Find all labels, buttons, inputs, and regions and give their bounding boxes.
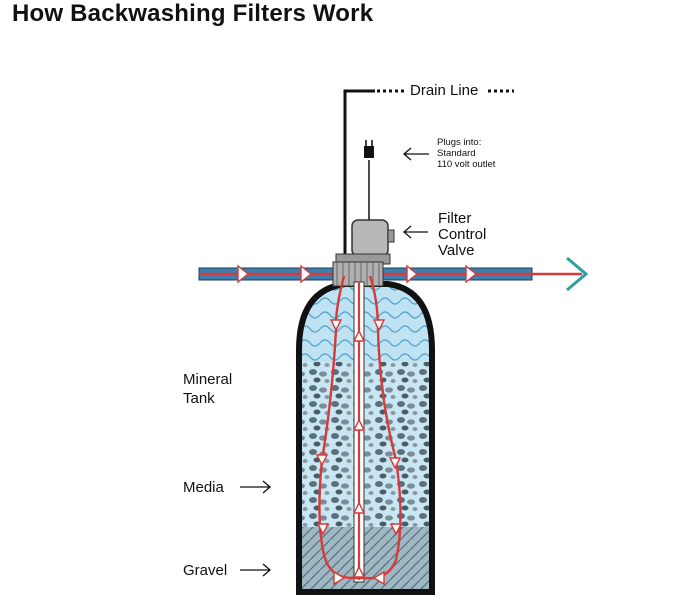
gravel-label: Gravel [183,562,228,579]
drain-line-label: Drain Line [410,82,479,99]
valve-label-line2: Control [438,226,487,243]
tank-label-line1: Mineral [183,371,233,388]
tank-label-line2: Tank [183,390,215,407]
valve-label-line1: Filter [438,210,472,227]
plugs-label-line2: Standard [437,148,476,159]
flow-arrows [237,264,478,586]
pointer-arrows [240,147,429,577]
riser-tube [353,281,365,583]
valve-label-line3: Valve [438,242,475,259]
outlet-arrow-icon [566,256,589,292]
main-pipe [198,267,582,281]
power-plug-icon [364,140,374,222]
mineral-tank [296,281,435,595]
media-label: Media [183,479,224,496]
drain-line [343,89,514,265]
plugs-label-line3: 110 volt outlet [437,159,496,170]
plugs-label-line1: Plugs into: [437,137,482,148]
page-title: How Backwashing Filters Work [12,0,374,27]
control-valve [335,219,395,265]
